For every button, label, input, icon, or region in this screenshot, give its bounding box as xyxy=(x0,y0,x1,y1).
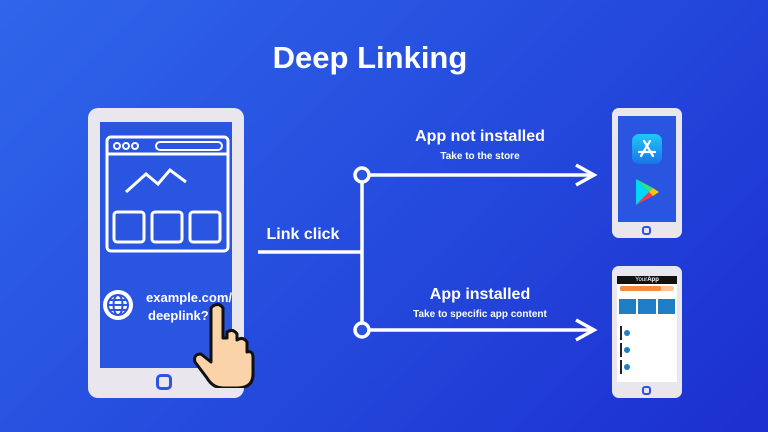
google-play-icon xyxy=(636,179,659,205)
home-button xyxy=(156,374,172,390)
app-screen: YourApp xyxy=(617,276,677,382)
globe-icon xyxy=(103,290,133,320)
page-title: Deep Linking xyxy=(272,40,468,75)
app-name-suffix: App xyxy=(647,277,659,283)
home-button xyxy=(642,226,651,235)
app-list-item xyxy=(620,343,675,357)
branch-not-installed-sub: Take to the store xyxy=(440,151,520,162)
app-header: YourApp xyxy=(617,276,677,284)
url-line-1[interactable]: example.com/ xyxy=(146,290,232,305)
app-list-item xyxy=(620,360,675,374)
app-name-prefix: Your xyxy=(635,277,648,283)
link-click-label: Link click xyxy=(266,226,340,243)
branch-not-installed-label: App not installed xyxy=(415,128,545,145)
url-line-2[interactable]: deeplink?... xyxy=(148,308,220,323)
pointing-hand-icon xyxy=(193,302,255,388)
app-store-icon xyxy=(632,134,662,164)
branch-installed-sub: Take to specific app content xyxy=(413,309,547,320)
browser-window-icon xyxy=(105,135,230,253)
phone-screen xyxy=(618,116,676,222)
branch-installed-label: App installed xyxy=(429,286,531,303)
app-tiles xyxy=(619,299,675,314)
home-button xyxy=(642,386,651,395)
store-phone xyxy=(612,108,682,238)
app-list-item xyxy=(620,326,675,340)
app-phone: YourApp xyxy=(612,266,682,398)
app-progress xyxy=(620,286,674,291)
